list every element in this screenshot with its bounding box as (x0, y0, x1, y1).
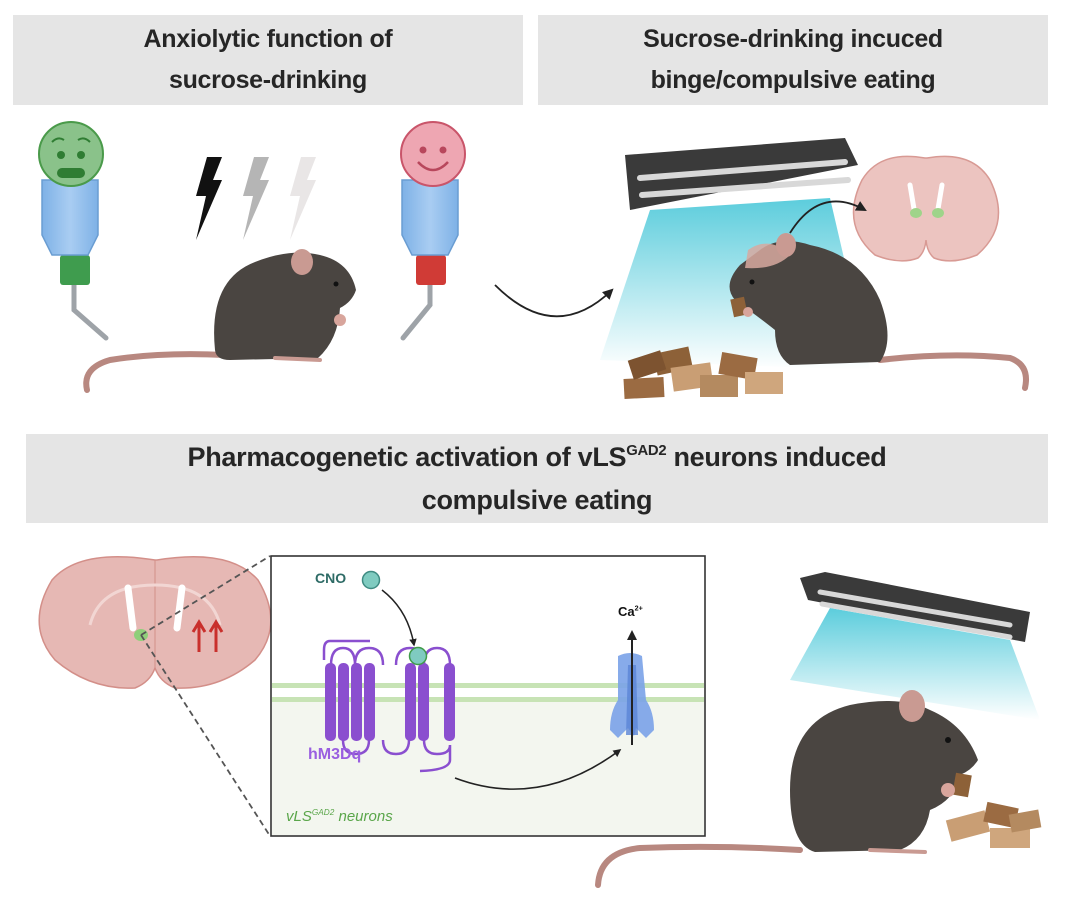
lamp-tubes (637, 159, 851, 198)
tail (595, 843, 803, 888)
foot (273, 356, 322, 362)
title-line: compulsive eating (421, 484, 653, 515)
bottle-body (41, 179, 99, 256)
happy-face-icon (400, 121, 466, 187)
mouse-body (790, 701, 978, 852)
title-line: sucrose-drinking (168, 66, 368, 94)
membrane-outer (272, 683, 704, 688)
paw (334, 314, 346, 326)
title-line: Pharmacogenetic activation of vLSGAD2 ne… (26, 436, 1048, 479)
vls-neurons-label: vLSGAD2 neurons (286, 808, 393, 825)
paw (941, 783, 955, 797)
hm3dq-label: hM3Dq (308, 746, 362, 763)
zoom-lines (140, 555, 271, 837)
region-superscript: GAD2 (311, 807, 335, 817)
hm3dq-receptor (322, 639, 455, 773)
pellet-held (952, 772, 972, 798)
brain-coronal-section (852, 155, 1000, 262)
ear (899, 690, 925, 722)
eye (749, 279, 755, 285)
title-text: neurons induced (666, 441, 887, 472)
brain-coronal-section-large (38, 555, 272, 689)
receptor-inset (270, 555, 706, 837)
calcium-label: Ca2+ (618, 604, 643, 619)
lightning-icon (196, 157, 222, 240)
green-cap (60, 255, 90, 285)
mouse (83, 249, 356, 393)
region-text: vLS (286, 808, 312, 825)
region-text: neurons (334, 808, 393, 825)
mouse-eating (729, 233, 1029, 391)
tail (83, 351, 228, 393)
anxious-face-icon (38, 121, 104, 187)
cno-binding-arrow (381, 589, 417, 647)
red-cap (416, 255, 446, 285)
foot (868, 848, 927, 854)
straw-tube (71, 282, 109, 341)
water-bottle-anxious (38, 121, 109, 341)
lamp-tubes (817, 589, 1013, 640)
lightning-icon (243, 157, 269, 240)
panel-title-pharmacogenetic: Pharmacogenetic activation of vLSGAD2 ne… (26, 434, 1048, 523)
mouse-eating-bottom (595, 690, 978, 888)
ear (776, 233, 796, 257)
food-pellets-bottom (945, 801, 1042, 848)
membrane-inner (272, 697, 704, 702)
water-bottle-happy (400, 121, 466, 341)
paw (743, 307, 753, 317)
ear (291, 249, 313, 275)
cno-molecule-icon (361, 570, 381, 590)
ion-charge: 2+ (634, 604, 643, 613)
signaling-arrow (454, 749, 622, 790)
lightning-icon (290, 157, 316, 240)
panel-title-anxiolytic: Anxiolytic function of sucrose-drinking (13, 15, 523, 105)
lightning-bolts (196, 157, 316, 240)
mouse-body (729, 241, 888, 365)
title-superscript: GAD2 (626, 442, 667, 459)
straw-tube (400, 282, 433, 341)
lamp-bottom (790, 572, 1040, 720)
increase-arrows-icon (191, 619, 224, 652)
title-line: Anxiolytic function of (143, 25, 393, 53)
mouse-body (214, 252, 356, 360)
calcium-channel (610, 630, 654, 745)
bound-cno-icon (408, 646, 428, 666)
brain-arrow (789, 200, 867, 234)
transition-arrow (494, 284, 614, 318)
title-line: Sucrose-drinking incuced (643, 25, 943, 53)
bottle-body (401, 179, 459, 256)
title-line: binge/compulsive eating (650, 66, 936, 94)
panel-title-binge-eating: Sucrose-drinking incuced binge/compulsiv… (538, 15, 1048, 105)
ion-symbol: Ca (618, 604, 635, 619)
eye (945, 737, 951, 743)
light-beam (790, 608, 1040, 720)
cno-label: CNO (315, 570, 347, 586)
tail (877, 352, 1029, 391)
food-pellets (623, 346, 783, 400)
eye (333, 281, 339, 287)
title-text: Pharmacogenetic activation of vLS (187, 441, 627, 472)
